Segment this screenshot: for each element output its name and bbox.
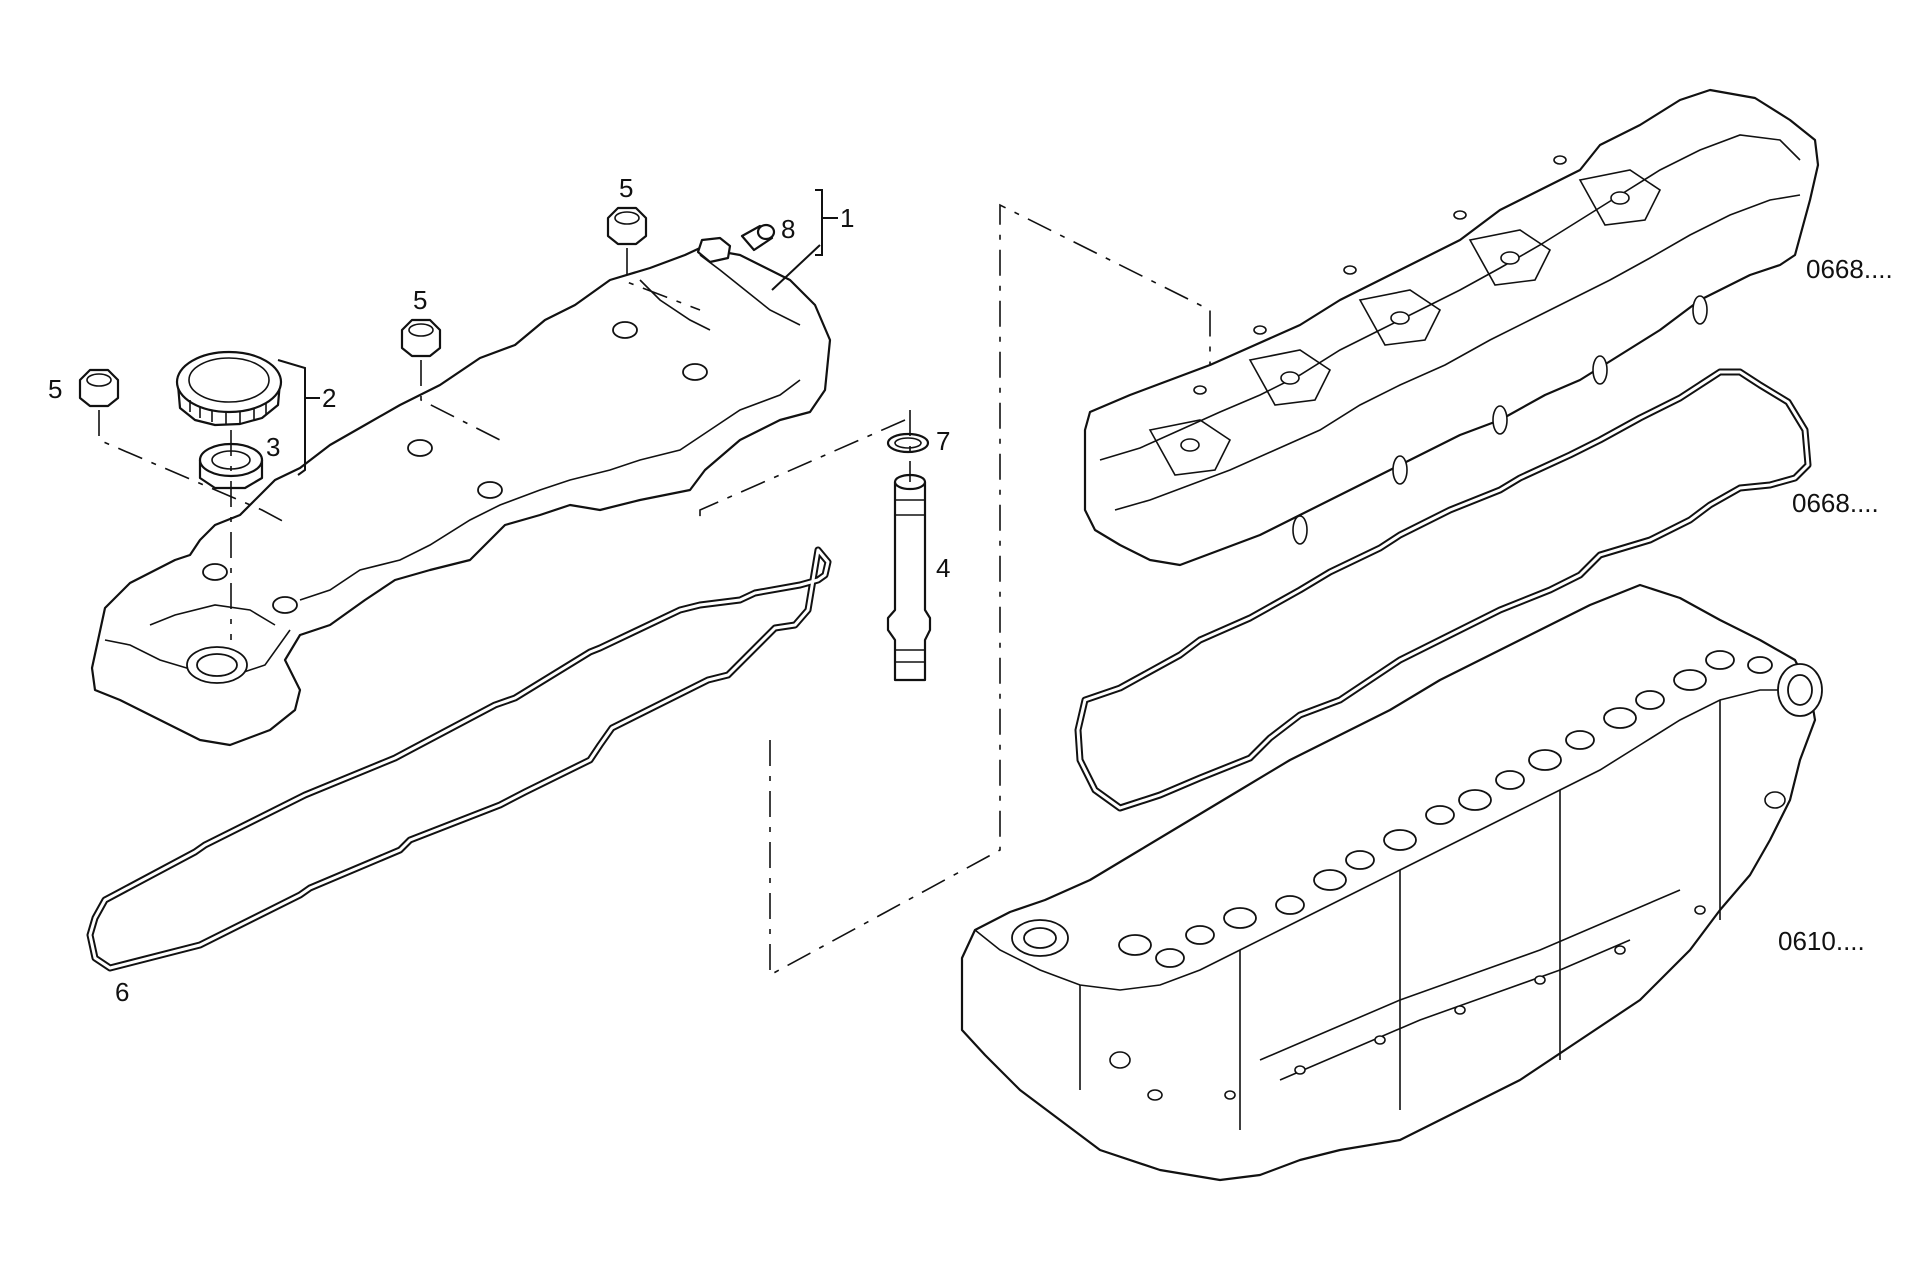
leader-lines bbox=[277, 189, 838, 476]
alignment-lines bbox=[98, 203, 1211, 977]
nut-part-5-middle bbox=[400, 318, 442, 358]
oil-filler-cap-part-2 bbox=[175, 350, 283, 427]
rocker-cover-part-1 bbox=[90, 236, 832, 747]
fitting-part-8 bbox=[740, 223, 776, 252]
callout-5-middle: 5 bbox=[413, 285, 427, 315]
o-ring-part-7 bbox=[886, 432, 930, 454]
reference-middle: 0668.... bbox=[1792, 488, 1879, 518]
callout-5-left: 5 bbox=[48, 374, 62, 404]
seal-ring-part-3 bbox=[198, 442, 264, 490]
frame-web-4 bbox=[1468, 229, 1552, 286]
cylinder-head-port-cluster bbox=[1011, 650, 1823, 968]
callout-5-top: 5 bbox=[619, 173, 633, 203]
callout-4: 4 bbox=[936, 553, 950, 583]
frame-web-1 bbox=[1148, 419, 1232, 476]
callout-7: 7 bbox=[936, 426, 950, 456]
callout-1: 1 bbox=[840, 203, 854, 233]
frame-gasket bbox=[1074, 368, 1812, 812]
frame-web-3 bbox=[1358, 289, 1442, 346]
callout-labels: 1 2 3 4 5 5 5 6 7 8 bbox=[48, 173, 950, 1007]
callout-2: 2 bbox=[322, 383, 336, 413]
rocker-cover-gasket-part-6 bbox=[86, 546, 832, 972]
camshaft-carrier-frame bbox=[1083, 88, 1820, 567]
reference-bottom: 0610.... bbox=[1778, 926, 1865, 956]
reference-top: 0668.... bbox=[1806, 254, 1893, 284]
nut-part-5-left bbox=[78, 368, 120, 408]
stud-part-4 bbox=[886, 473, 932, 682]
nut-part-5-top bbox=[606, 206, 648, 246]
reference-labels: 0668.... 0668.... 0610.... bbox=[1778, 254, 1893, 956]
frame-web-2 bbox=[1248, 349, 1332, 406]
frame-web-5 bbox=[1578, 169, 1662, 226]
cylinder-head-bolt-holes bbox=[1109, 791, 1786, 1101]
callout-3: 3 bbox=[266, 432, 280, 462]
callout-8: 8 bbox=[781, 214, 795, 244]
cylinder-head bbox=[960, 583, 1823, 1182]
callout-6: 6 bbox=[115, 977, 129, 1007]
